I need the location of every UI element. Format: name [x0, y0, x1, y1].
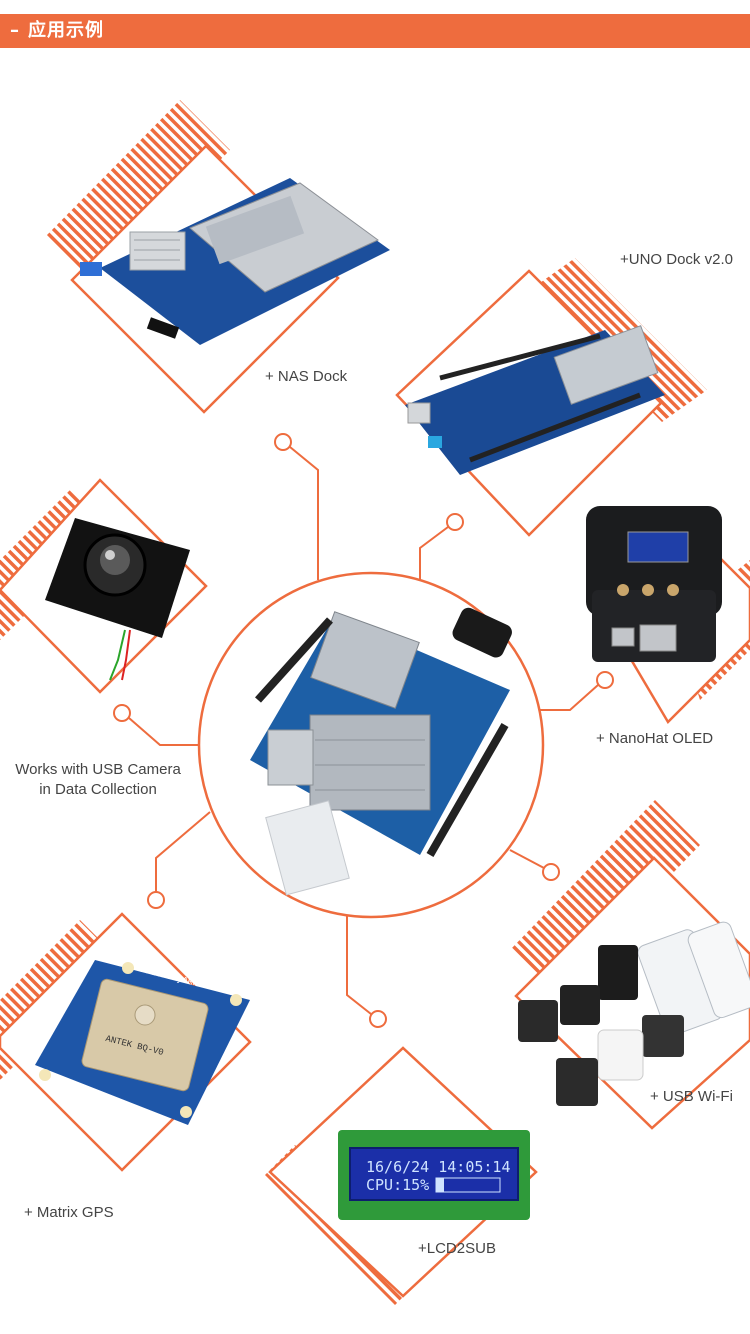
center-hub: [197, 571, 545, 919]
lcd2sub-card: 16/6/24 14:05:14 CPU:15%: [265, 1046, 538, 1305]
label-lcd2sub: +LCD2SUB: [418, 1240, 496, 1257]
nanopi-board-image: [250, 607, 512, 896]
nas-dock-image: [80, 178, 390, 345]
lcd2sub-image: 16/6/24 14:05:14 CPU:15%: [338, 1130, 530, 1220]
usb-camera-card: [0, 478, 208, 694]
usb-wifi-image: [518, 921, 750, 1106]
label-usb-camera-line-1: Works with USB Camera: [15, 761, 181, 778]
uno-dock-image: [405, 325, 665, 475]
label-matrix-gps: + Matrix GPS: [24, 1204, 114, 1221]
section-title: 应用示例: [28, 20, 104, 41]
nanohat-oled-card: [586, 506, 750, 725]
nas-dock-card: [46, 100, 390, 414]
label-usb-wifi: + USB Wi-Fi: [650, 1088, 733, 1105]
label-nanohat-oled: + NanoHat OLED: [596, 730, 714, 747]
matrix-gps-card: FriendlyARM ANTEK BQ-V0: [0, 912, 252, 1172]
header-dash: –: [10, 20, 20, 41]
uno-dock-card: [395, 258, 707, 537]
label-nas-dock: + NAS Dock: [265, 368, 348, 385]
section-header: –应用示例: [0, 14, 750, 48]
lcd-line-2: CPU:15%: [366, 1176, 429, 1194]
connector-lines: [113, 433, 614, 1028]
label-uno-dock: +UNO Dock v2.0: [620, 251, 733, 268]
usb-wifi-card: [510, 800, 750, 1130]
label-usb-camera-line-2: in Data Collection: [39, 781, 157, 798]
nanohat-oled-image: [586, 506, 722, 662]
usb-camera-image: [45, 518, 190, 681]
lcd-line-1: 16/6/24 14:05:14: [366, 1158, 511, 1176]
matrix-gps-image: FriendlyARM ANTEK BQ-V0: [35, 960, 250, 1125]
label-usb-camera: Works with USB Camera in Data Collection: [6, 760, 190, 800]
